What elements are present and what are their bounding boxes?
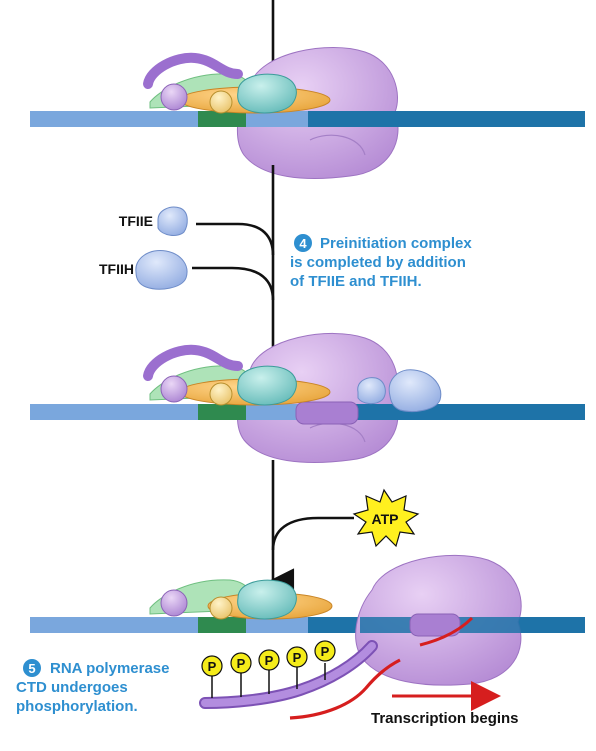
tfiih-protein — [135, 249, 188, 290]
phosphate-2 — [230, 652, 252, 674]
atp-starburst — [352, 488, 420, 548]
phosphate-5-label: P — [321, 644, 330, 659]
phosphate-3 — [258, 649, 280, 671]
tfiih-join-line — [192, 266, 275, 301]
phosphate-1-label: P — [208, 659, 217, 674]
phosphate-4-label: P — [293, 650, 302, 665]
phosphate-1 — [201, 655, 223, 677]
tfiie-label: TFIIE — [119, 213, 153, 229]
stage-3-complex — [30, 554, 585, 709]
stage-2-complex — [30, 332, 585, 464]
phosphate-3-label: P — [265, 653, 274, 668]
rna-transcript — [289, 658, 401, 720]
stage-1-complex — [30, 0, 585, 179]
dna-downstream — [308, 404, 585, 420]
step-5-caption: 5 RNA polymerase CTD undergoes phosphory… — [16, 659, 170, 715]
phosphate-5 — [314, 640, 336, 662]
rna-in-polymerase — [419, 616, 474, 647]
tfiie-protein — [157, 206, 188, 236]
tata-box — [198, 111, 246, 127]
tfiif — [237, 365, 297, 406]
tbp — [209, 596, 233, 620]
dna-upstream — [30, 404, 308, 420]
step-5-line-2: CTD undergoes — [16, 679, 128, 696]
transcription-label: Transcription begins — [371, 710, 519, 727]
tfiif — [237, 73, 297, 114]
phosphate-2-label: P — [237, 656, 246, 671]
step-4-line-3: of TFIIE and TFIIH. — [290, 273, 422, 290]
dna-downstream — [308, 111, 585, 127]
step-4-line-2: is completed by addition — [290, 254, 466, 271]
tfiie-join-line — [196, 222, 275, 256]
step-4-number: 4 — [299, 236, 307, 251]
atp-label: ATP — [372, 511, 399, 527]
step-5-line-1: RNA polymerase — [50, 660, 170, 677]
atp-burst: ATP — [352, 488, 420, 548]
step-5-line-3: phosphorylation. — [16, 698, 138, 715]
tfiia — [160, 83, 188, 111]
tfiih-bound — [388, 369, 442, 413]
tbp — [209, 382, 233, 406]
tfiia — [160, 589, 188, 617]
ctd-phosphates: P P P P P — [201, 640, 336, 698]
step-4-number-badge — [294, 234, 312, 252]
tfiih-label: TFIIH — [99, 261, 134, 277]
step-5-number-badge — [23, 659, 41, 677]
tfiie-bound — [357, 377, 386, 405]
tfiia — [160, 375, 188, 403]
tata-box — [198, 404, 246, 420]
tfiif — [237, 579, 297, 620]
step-5-number: 5 — [28, 661, 35, 676]
polymerase-cleft — [295, 401, 359, 425]
step-4-caption: 4 Preinitiation complex is completed by … — [290, 234, 472, 290]
tata-box — [198, 617, 246, 633]
polymerase-cleft — [409, 613, 461, 637]
tbp — [209, 90, 233, 114]
phosphate-4 — [286, 646, 308, 668]
step-4-line-1: Preinitiation complex — [320, 235, 472, 252]
atp-join-line — [271, 516, 354, 551]
